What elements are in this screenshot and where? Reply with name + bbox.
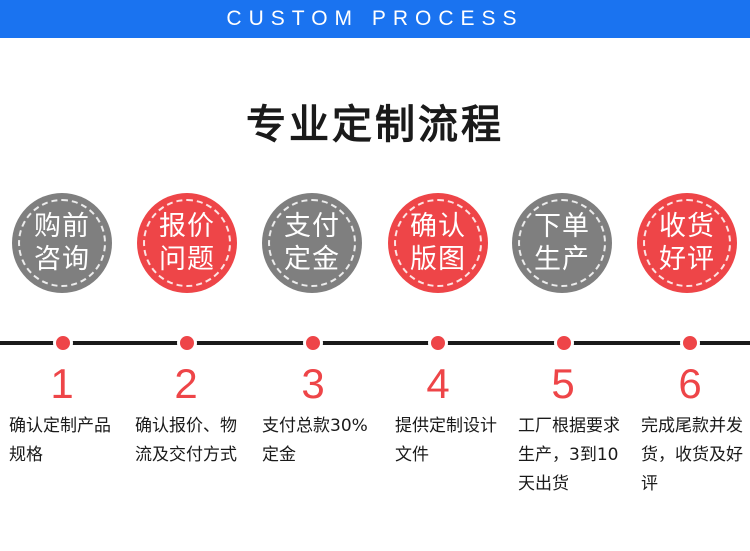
step-3-circle: 支付定金 (262, 193, 362, 293)
step-1-description: 确认定制产品规格 (9, 416, 111, 465)
step-3-dot (303, 333, 323, 353)
banner-title: CUSTOM PROCESS (226, 7, 524, 30)
step-1-label: 购前咨询 (34, 211, 90, 275)
step-5-circle: 下单生产 (512, 193, 612, 293)
step-4-description: 提供定制设计文件 (395, 416, 497, 465)
step-2-circle: 报价问题 (137, 193, 237, 293)
step-3-description: 支付总款30%定金 (262, 416, 368, 465)
step-2-description: 确认报价、物流及交付方式 (135, 416, 237, 465)
header-banner: CUSTOM PROCESS (0, 0, 750, 38)
step-5-description: 工厂根据要求生产，3到10天出货 (518, 416, 620, 494)
step-6-dot (680, 333, 700, 353)
step-2-label: 报价问题 (159, 211, 215, 275)
step-1-number: 1 (50, 360, 74, 407)
step-6-description: 完成尾款并发货，收货及好评 (641, 416, 743, 494)
step-2-number: 2 (174, 360, 198, 407)
step-5-dot (554, 333, 574, 353)
step-4-circle: 确认版图 (388, 193, 488, 293)
step-3-label: 支付定金 (284, 211, 340, 275)
step-2-dot (177, 333, 197, 353)
step-3-number: 3 (301, 360, 325, 407)
step-1-circle: 购前咨询 (12, 193, 112, 293)
timeline-line (0, 341, 750, 345)
step-6-number: 6 (678, 360, 702, 407)
step-6-circle: 收货好评 (637, 193, 737, 293)
step-4-dot (428, 333, 448, 353)
step-4-number: 4 (426, 360, 450, 407)
step-5-label: 下单生产 (534, 211, 590, 275)
page-title: 专业定制流程 (246, 102, 504, 148)
step-4-label: 确认版图 (410, 211, 466, 275)
step-1-dot (53, 333, 73, 353)
step-6-label: 收货好评 (659, 211, 715, 275)
step-5-number: 5 (551, 360, 575, 407)
